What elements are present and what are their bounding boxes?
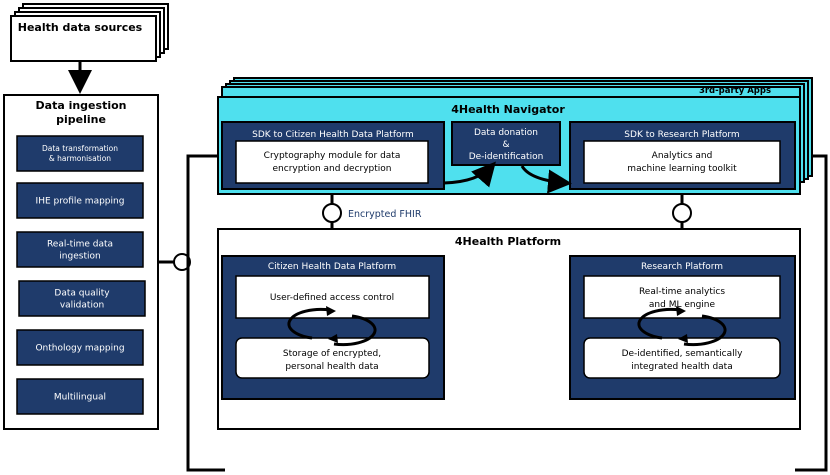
- research-cycle-icon: [637, 306, 727, 347]
- left-bracket: [186, 154, 225, 472]
- navigator-panel: 4Health Navigator SDK to Citizen Health …: [217, 96, 801, 195]
- analytics-line2: machine learning toolkit: [627, 164, 737, 174]
- ingestion-pipeline: Data ingestion pipeline Data transformat…: [3, 94, 159, 430]
- pipeline-step-label: validation: [60, 301, 104, 311]
- pipeline-interface-icon: [173, 253, 191, 271]
- citizen-platform-title: Citizen Health Data Platform: [268, 262, 396, 272]
- ml-engine-line2: and ML engine: [649, 300, 716, 310]
- pipeline-step-label: Data transformation: [42, 144, 118, 153]
- pipeline-step-box: [16, 329, 144, 366]
- pipeline-step-box: [18, 280, 146, 317]
- analytics-toolkit-box: [583, 140, 781, 184]
- analytics-line1: Analytics and: [652, 151, 713, 161]
- pipeline-step-label: Multilingual: [54, 393, 106, 403]
- pipeline-step-label: Real-time data: [47, 240, 113, 250]
- platform-title: 4Health Platform: [455, 235, 561, 248]
- crypto-module-line2: encryption and decryption: [273, 164, 392, 174]
- donation-box: [451, 121, 561, 166]
- pipeline-title-2: pipeline: [56, 113, 106, 126]
- donation-line2: &: [502, 140, 509, 150]
- third-party-label: 3rd-party Apps: [699, 86, 771, 96]
- sdk-citizen-title: SDK to Citizen Health Data Platform: [252, 130, 414, 140]
- ml-engine-line1: Real-time analytics: [639, 287, 725, 297]
- pipeline-step-box: [16, 378, 144, 415]
- encrypted-fhir-label: Encrypted FHIR: [348, 209, 422, 220]
- pipeline-step-label: Onthology mapping: [35, 344, 124, 354]
- storage-line1: Storage of encrypted,: [283, 349, 381, 359]
- citizen-interface-icon: [322, 203, 342, 223]
- to-donation-arrow: [443, 161, 496, 188]
- pipeline-title-1: Data ingestion: [36, 99, 127, 112]
- pipeline-step-box: [16, 182, 144, 219]
- crypto-module-box: [235, 140, 429, 184]
- pipeline-step-box: [16, 135, 144, 172]
- donation-line1: Data donation: [474, 128, 538, 138]
- access-control-text: User-defined access control: [270, 293, 394, 303]
- research-interface-icon: [672, 203, 692, 223]
- research-platform-title: Research Platform: [641, 262, 723, 272]
- crypto-module-line1: Cryptography module for data: [264, 151, 401, 161]
- platform-panel: 4Health Platform Citizen Health Data Pla…: [217, 228, 801, 430]
- storage-line2: personal health data: [285, 362, 378, 372]
- health-data-sources: Health data sources: [10, 3, 169, 62]
- sdk-research-title: SDK to Research Platform: [624, 130, 739, 140]
- citizen-cycle-icon: [287, 306, 377, 347]
- pipeline-step-label: ingestion: [59, 252, 100, 262]
- donation-line3: De-identification: [469, 152, 544, 162]
- pipeline-step-label: IHE profile mapping: [36, 197, 125, 207]
- deidentified-line2: integrated health data: [631, 362, 732, 372]
- deidentified-line1: De-identified, semantically: [622, 349, 744, 359]
- sources-title: Health data sources: [18, 21, 143, 34]
- to-research-arrow: [520, 165, 572, 194]
- pipeline-step-box: [16, 231, 144, 268]
- pipeline-step-label: & harmonisation: [49, 154, 111, 163]
- navigator-title: 4Health Navigator: [451, 103, 565, 116]
- right-bracket: [795, 154, 828, 472]
- pipeline-step-label: Data quality: [54, 289, 110, 299]
